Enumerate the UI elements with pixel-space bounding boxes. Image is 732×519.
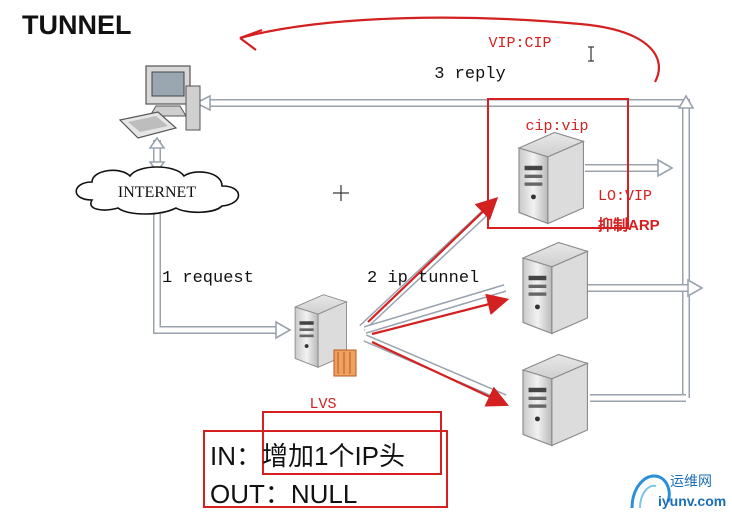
internet-cloud-icon xyxy=(75,166,240,215)
lvs-server-icon xyxy=(294,294,357,377)
reply-curve-arrow xyxy=(239,16,660,83)
watermark-logo-icon: 运维网 iyunv.com xyxy=(630,474,726,509)
ip-tunnel-label: 2 ip tunnel xyxy=(367,269,479,288)
reply-curve-arrowhead xyxy=(239,28,263,51)
request-pipe xyxy=(148,136,292,340)
lo-vip-label: LO:VIP xyxy=(598,188,652,205)
real-server-3-icon xyxy=(522,353,589,447)
lvs-label: LVS xyxy=(309,396,336,413)
server-output-pipes xyxy=(585,158,704,402)
suppress-arp-label: 抑制ARP xyxy=(598,216,660,234)
info-in-line: IN：增加1个IP头 xyxy=(210,441,406,471)
site-watermark: 运维网 iyunv.com xyxy=(628,468,728,514)
real-server-1-icon xyxy=(518,131,585,225)
info-out-line: OUT：NULL xyxy=(210,479,358,509)
in-highlight-box xyxy=(262,411,442,475)
request-label: 1 request xyxy=(162,269,254,288)
internet-label: INTERNET xyxy=(118,184,196,201)
cip-vip-label: cip:vip xyxy=(525,118,588,135)
crosshair-cursor-icon xyxy=(333,185,349,201)
reply-pipe xyxy=(194,94,695,398)
i-beam-cursor-icon xyxy=(588,46,594,62)
tunnel-red-arrows xyxy=(367,196,510,407)
watermark-url: iyunv.com xyxy=(658,493,726,509)
client-computer-icon xyxy=(118,65,201,139)
real-server-2-icon xyxy=(522,241,589,335)
vip-cip-label: VIP:CIP xyxy=(488,35,551,52)
real-server-highlight-box xyxy=(487,98,629,229)
reply-label: 3 reply xyxy=(434,65,505,84)
watermark-name: 运维网 xyxy=(670,474,712,490)
page-title: TUNNEL xyxy=(22,10,132,40)
packet-info-box xyxy=(203,430,448,508)
